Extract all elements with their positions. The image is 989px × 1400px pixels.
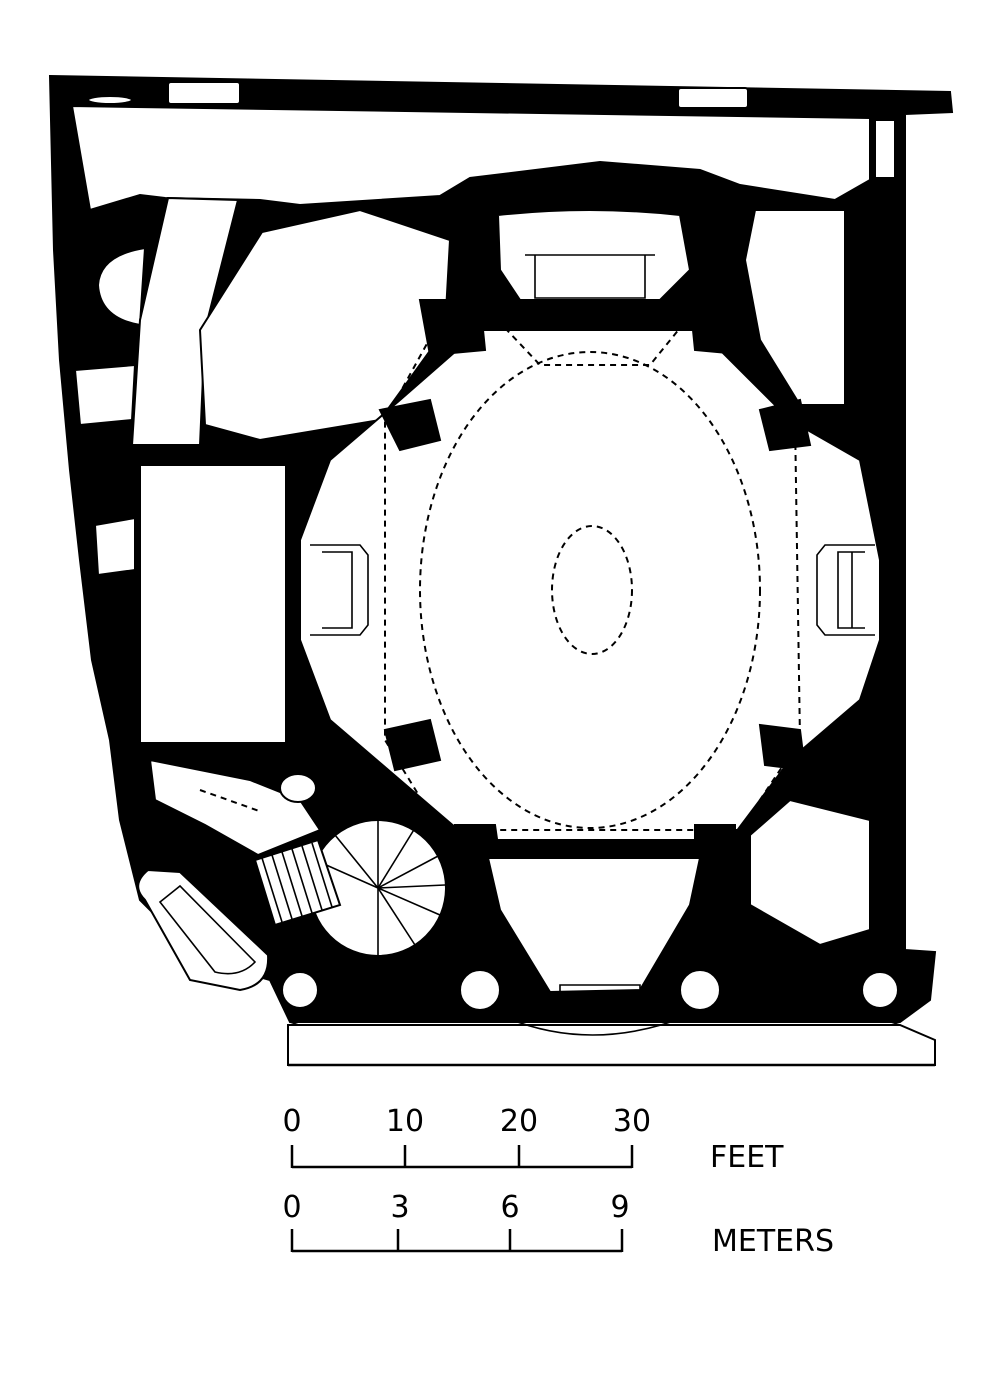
top-window-left	[167, 81, 241, 105]
feet-tick-30: 30	[612, 1104, 652, 1139]
top-slot	[87, 95, 133, 105]
feet-unit-label: FEET	[710, 1140, 784, 1175]
feet-tick-0: 0	[282, 1104, 302, 1139]
facade-curve	[289, 1001, 901, 1036]
right-altar-inner	[837, 551, 865, 629]
left-altar-inner	[322, 551, 353, 629]
meters-scale-bar	[290, 1229, 624, 1253]
narrow-shaft	[874, 119, 896, 179]
lower-left-corridor	[148, 758, 322, 857]
facade-base	[287, 1024, 936, 1066]
exterior-step	[137, 868, 270, 992]
feet-tick-20: 20	[499, 1104, 539, 1139]
left-altar	[310, 544, 369, 636]
top-window-right	[677, 87, 749, 109]
column-group	[378, 299, 812, 864]
meters-tick-3: 3	[390, 1190, 410, 1225]
meters-tick-0: 0	[282, 1190, 302, 1225]
left-passage	[130, 196, 240, 446]
lantern-oval	[551, 525, 633, 655]
dome-oval	[419, 351, 761, 829]
meters-tick-9: 9	[610, 1190, 630, 1225]
right-altar	[816, 544, 875, 636]
left-niche	[96, 246, 147, 327]
left-sacristy	[139, 464, 287, 744]
left-opening-2	[93, 516, 136, 577]
meters-tick-6: 6	[500, 1190, 520, 1225]
top-corridor	[70, 104, 871, 212]
meters-unit-label: METERS	[712, 1224, 835, 1259]
left-opening-1	[73, 363, 137, 427]
altar-step	[525, 254, 655, 299]
straight-stair	[253, 838, 342, 927]
feet-tick-10: 10	[385, 1104, 425, 1139]
lower-right-room	[749, 798, 871, 947]
feet-scale-bar	[290, 1145, 634, 1169]
